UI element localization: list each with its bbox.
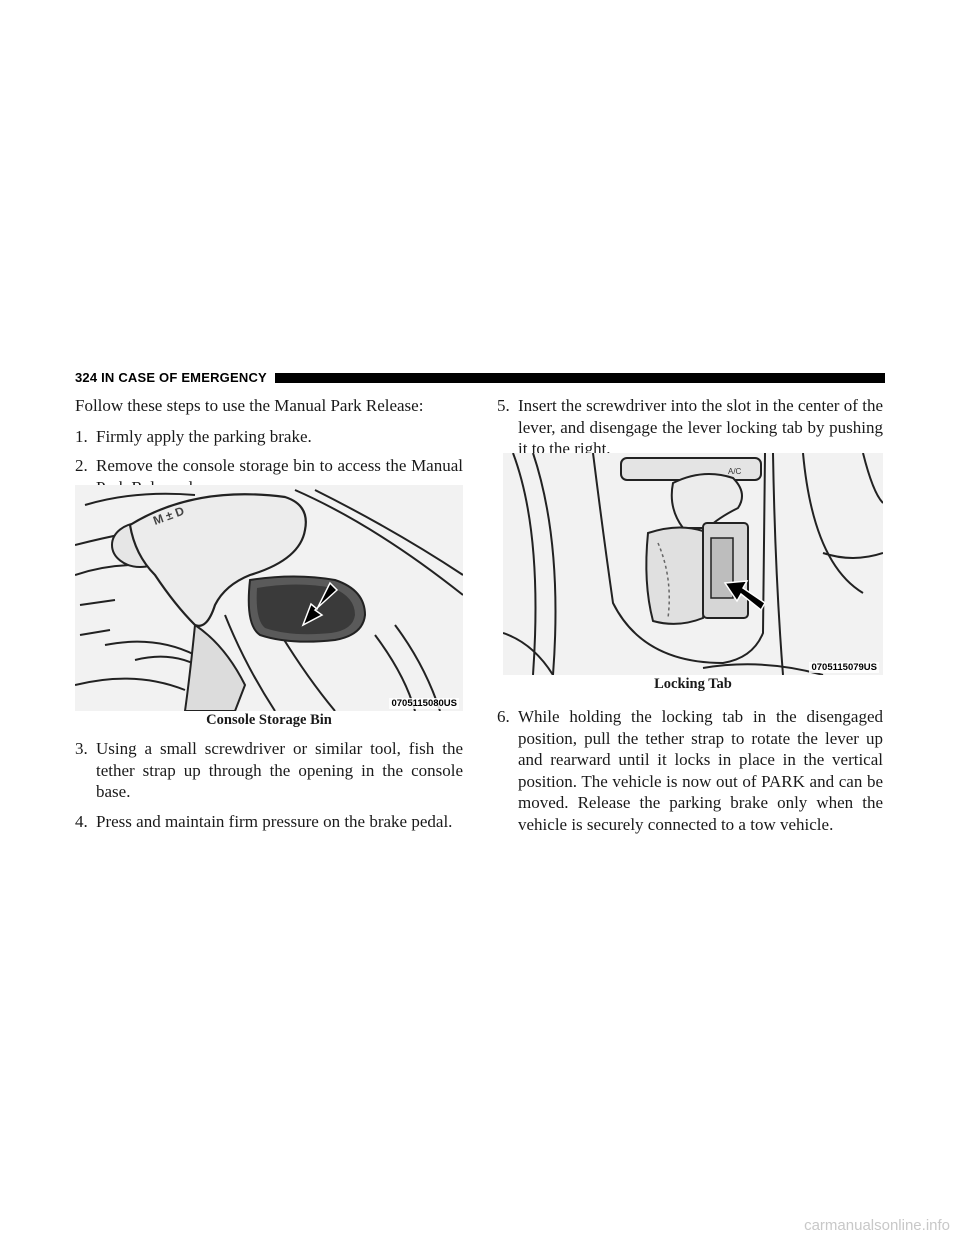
step-number: 6. (497, 707, 510, 726)
step-6: 6. While holding the locking tab in the … (497, 706, 883, 835)
step-text: Using a small screwdriver or similar too… (96, 739, 463, 801)
button-label: A/C (728, 467, 742, 476)
step-number: 1. (75, 426, 88, 446)
figure-caption: Locking Tab (654, 676, 732, 692)
watermark: carmanualsonline.info (804, 1217, 950, 1234)
header-rule (275, 373, 885, 383)
locking-tab-illustration-svg: A/C (503, 453, 883, 675)
right-column: 5. Insert the screwdriver into the slot … (497, 395, 883, 468)
figure-locking-tab: A/C 0705115079US Locking Tab (503, 453, 883, 693)
console-illustration-svg: M ± D (75, 485, 463, 711)
figure-caption: Console Storage Bin (206, 712, 332, 728)
step-3: 3. Using a small screwdriver or similar … (75, 738, 463, 803)
section-title: IN CASE OF EMERGENCY (101, 370, 267, 385)
step-text: Press and maintain firm pressure on the … (96, 811, 453, 831)
console-storage-bin-illustration: M ± D 0705115080US (75, 485, 463, 711)
page-number: 324 (75, 370, 98, 385)
step-4: 4. Press and maintain firm pressure on t… (75, 811, 463, 833)
step-number: 5. (497, 396, 510, 415)
figure-code: 0705115079US (809, 662, 879, 673)
figure-console-storage-bin: M ± D 0705115080US Console Storage Bin (75, 485, 463, 729)
step-text: Firmly apply the parking brake. (96, 426, 312, 446)
right-column-continued: 6. While holding the locking tab in the … (497, 706, 883, 843)
figure-code: 0705115080US (389, 698, 459, 709)
step-5: 5. Insert the screwdriver into the slot … (497, 395, 883, 460)
step-1: 1. Firmly apply the parking brake. (75, 426, 463, 448)
step-number: 3. (75, 739, 88, 758)
step-number: 2. (75, 456, 88, 475)
left-column-continued: 3. Using a small screwdriver or similar … (75, 738, 463, 840)
step-text: While holding the locking tab in the dis… (518, 707, 883, 834)
locking-tab-illustration: A/C 0705115079US (503, 453, 883, 675)
step-number: 4. (75, 811, 88, 831)
intro-paragraph: Follow these steps to use the Manual Par… (75, 396, 424, 415)
step-text: Insert the screwdriver into the slot in … (518, 396, 883, 458)
page-header: 324 IN CASE OF EMERGENCY (75, 370, 885, 386)
page-header-label: 324 IN CASE OF EMERGENCY (75, 370, 267, 386)
